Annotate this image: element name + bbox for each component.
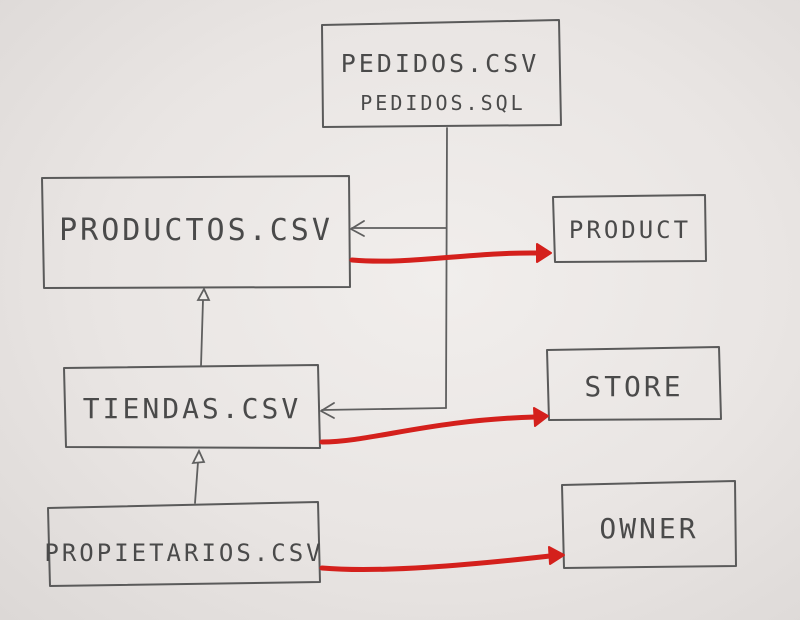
store-box[interactable]: STORE <box>546 346 722 421</box>
mapping-arrow-propietarios-owner <box>319 546 565 573</box>
pedidos-sql-label: PEDIDOS.SQL <box>360 91 525 115</box>
store-label: STORE <box>584 370 683 403</box>
pedidos-csv-label: PEDIDOS.CSV <box>341 49 540 78</box>
propietarios-label: PROPIETARIOS.CSV <box>44 539 323 567</box>
mapping-arrow-tiendas-store <box>319 407 549 445</box>
inheritance-propietarios-to-tiendas <box>191 448 206 504</box>
tiendas-label: TIENDAS.CSV <box>83 392 301 425</box>
tiendas-box[interactable]: TIENDAS.CSV <box>63 364 321 449</box>
pedidos-dependency-connector <box>321 127 448 411</box>
productos-label: PRODUCTOS.CSV <box>59 213 333 248</box>
owner-label: OWNER <box>599 512 698 545</box>
inheritance-tiendas-to-productos <box>196 286 211 367</box>
pedidos-box[interactable]: PEDIDOS.CSV PEDIDOS.SQL <box>321 19 562 128</box>
owner-box[interactable]: OWNER <box>561 480 737 569</box>
mapping-arrow-productos-product <box>349 243 552 264</box>
propietarios-box[interactable]: PROPIETARIOS.CSV <box>44 501 323 587</box>
arrowhead-to-tiendas <box>320 402 335 419</box>
product-box[interactable]: PRODUCT <box>552 194 707 263</box>
product-label: PRODUCT <box>569 216 691 244</box>
arrowhead-to-productos <box>350 220 365 237</box>
productos-box[interactable]: PRODUCTOS.CSV <box>41 175 351 289</box>
